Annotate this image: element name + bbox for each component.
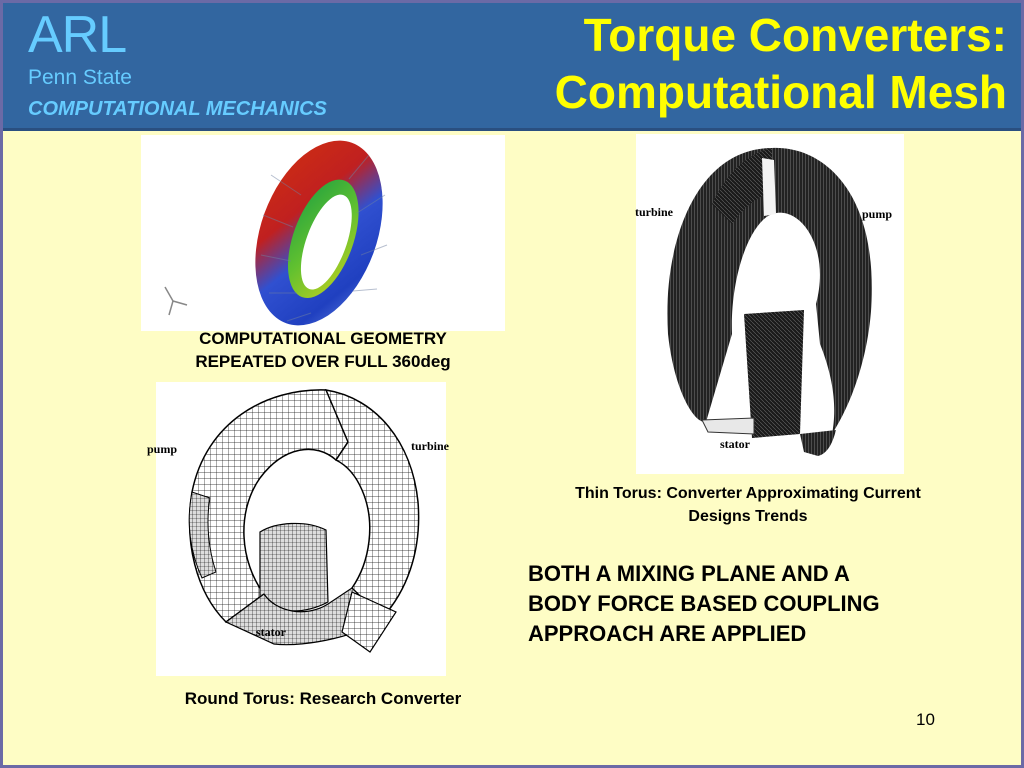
round-torus-caption: Round Torus: Research Converter [184,689,462,708]
coupling-statement-line1: BOTH A MIXING PLANE AND A [528,561,850,586]
thin-torus-label-turbine: turbine [635,205,674,219]
logo-university: Penn State [28,66,132,89]
coupling-statement-line3: APPROACH ARE APPLIED [528,621,807,646]
round-torus-mesh [188,389,420,653]
logo-division: COMPUTATIONAL MECHANICS [28,98,327,120]
round-torus-label-stator: stator [256,625,286,639]
logo-arl: ARL [28,6,127,64]
thin-torus-mesh [667,147,872,456]
coupling-statement-line2: BODY FORCE BASED COUPLING [528,591,880,616]
round-torus-label-pump: pump [147,442,178,456]
thin-torus-caption-line2: Designs Trends [688,508,808,525]
geometry-caption: COMPUTATIONAL GEOMETRY REPEATED OVER FUL… [141,327,505,373]
page-number: 10 [916,710,935,729]
slide: ARL Penn State COMPUTATIONAL MECHANICS T… [3,3,1021,765]
header-divider [3,128,1021,131]
coupling-statement: BOTH A MIXING PLANE AND A BODY FORCE BAS… [528,559,968,649]
thin-torus-label-pump: pump [862,207,893,221]
geometry-caption-line2: REPEATED OVER FULL 360deg [195,352,451,371]
header-bar: ARL Penn State COMPUTATIONAL MECHANICS T… [3,3,1021,128]
slide-title: Torque Converters: Computational Mesh [447,7,1007,121]
thin-torus-caption: Thin Torus: Converter Approximating Curr… [523,482,973,528]
thin-torus-label-stator: stator [720,437,750,451]
round-torus-label-turbine: turbine [411,439,450,453]
slide-title-line2: Computational Mesh [554,66,1007,118]
round-torus-figure [156,382,446,676]
slide-title-line1: Torque Converters: [583,9,1007,61]
geometry-figure [141,135,505,331]
thin-torus-figure [636,134,904,474]
geometry-caption-line1: COMPUTATIONAL GEOMETRY [199,329,447,348]
thin-torus-caption-line1: Thin Torus: Converter Approximating Curr… [575,485,921,502]
axis-triad-icon [164,286,188,316]
geometry-torus-render [164,140,388,326]
